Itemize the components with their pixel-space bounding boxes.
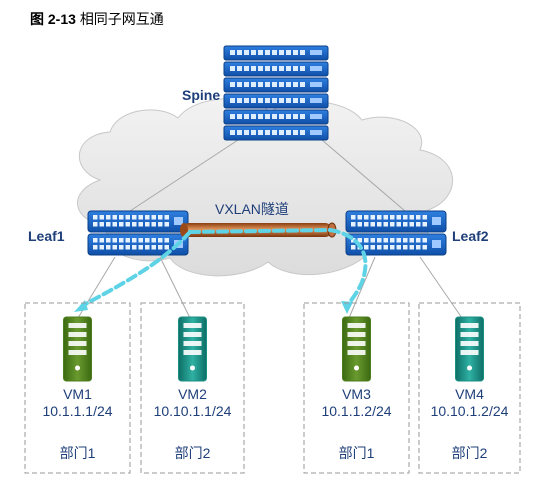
vm-groups: VM110.1.1.1/24部门1VM210.10.1.1/24部门2VM310… (24, 302, 521, 474)
vm-department: 部门2 (175, 445, 211, 461)
leaf-switch-panel (345, 210, 447, 233)
figure-label: 图 2-13 (30, 11, 76, 27)
traffic-path (80, 228, 368, 308)
vm-name: VM1 (63, 386, 92, 402)
server-icon (342, 316, 371, 382)
vm-department: 部门1 (339, 445, 375, 461)
leaf-vm-links (77, 256, 463, 319)
vm-department: 部门1 (60, 445, 96, 461)
vm-ip: 10.1.1.1/24 (42, 403, 112, 419)
leaf-switch-panel (87, 210, 189, 233)
figure-title: 相同子网互通 (79, 11, 164, 27)
spine-switch-unit (223, 125, 329, 141)
server-icon (63, 316, 92, 382)
vm-ip: 10.10.1.2/24 (431, 403, 509, 419)
spine-switch-unit (223, 109, 329, 125)
vm-name: VM3 (342, 386, 371, 402)
spine-switch-stack (223, 45, 329, 141)
leaf1-label: Leaf1 (28, 228, 65, 244)
leaf2-label: Leaf2 (452, 228, 489, 244)
vxlan-tunnel-label: VXLAN隧道 (215, 201, 289, 217)
leaf-switch-panel (87, 233, 189, 256)
vm-department: 部门2 (452, 445, 488, 461)
spine-switch-unit (223, 77, 329, 93)
vm-ip: 10.1.1.2/24 (321, 403, 391, 419)
vm-name: VM4 (455, 386, 484, 402)
spine-switch-unit (223, 61, 329, 77)
spine-switch-unit (223, 45, 329, 61)
spine-label: Spine (182, 87, 220, 103)
leaf-switch-panel (345, 233, 447, 256)
server-icon (178, 316, 207, 382)
spine-switch-unit (223, 93, 329, 109)
server-icon (455, 316, 484, 382)
vm-ip: 10.10.1.1/24 (154, 403, 232, 419)
figure-caption: 图 2-13 相同子网互通 (30, 9, 164, 29)
traffic-arrowheads (74, 300, 353, 314)
leaf2-switch (345, 210, 447, 256)
spine-leaf-links (129, 139, 406, 212)
vm-name: VM2 (178, 386, 207, 402)
